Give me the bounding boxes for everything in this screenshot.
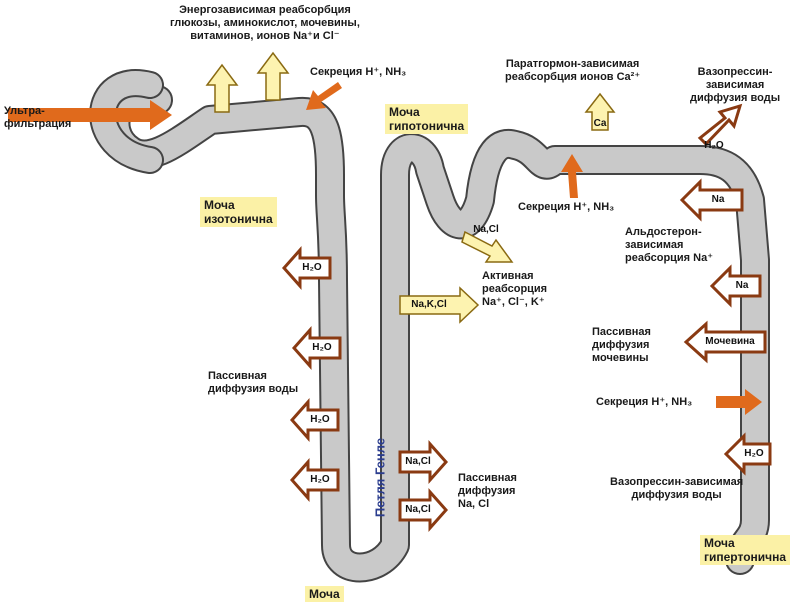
- h2o-tag-5: H₂O: [744, 448, 764, 459]
- reabsorption-arrows: [205, 51, 616, 131]
- yellow-side-arrows: [399, 230, 514, 324]
- h2o-tag-4: H₂O: [310, 474, 330, 485]
- vasopressin-top-label: Вазопрессин- зависимая диффузия воды: [690, 66, 781, 104]
- na-tag-2: Na: [735, 280, 749, 291]
- passive-nacl-label: Пассивная диффузия Na, Cl: [458, 472, 517, 510]
- urea-tag: Мочевина: [705, 336, 755, 347]
- ultrafiltration-label: Ультра- фильтрация: [4, 105, 72, 130]
- active-reabsorption-label: Активная реабсорция Na⁺, Cl⁻, K⁺: [482, 270, 548, 308]
- nacl-tag-1: Na,Cl: [405, 456, 431, 467]
- na-tag-1: Na: [711, 194, 725, 205]
- urine-hypertonic-label: Моча гипертонична: [700, 535, 791, 565]
- h2o-tag-2: H₂O: [312, 342, 332, 353]
- urine-isotonic-label: Моча изотонична: [200, 197, 277, 227]
- parathormone-label: Паратгормон-зависимая реабсорбция ионов …: [505, 58, 641, 83]
- henle-loop-label: Петля Генле: [372, 437, 388, 518]
- passive-water-label: Пассивная диффузия воды: [208, 370, 299, 395]
- h2o-tag-3: H₂O: [310, 414, 330, 425]
- secretion-arrows: [306, 82, 762, 415]
- nacl-tag-top: Na,Cl: [473, 224, 499, 235]
- ultrafiltration-arrow: [8, 100, 172, 130]
- vasopressin-bottom-label: Вазопрессин-зависимая диффузия воды: [610, 476, 744, 501]
- secretion-mid-label: Секреция H⁺, NH₃: [518, 201, 615, 213]
- h2o-tag-top: H₂O: [704, 140, 724, 151]
- h2o-tag-1: H₂O: [302, 262, 322, 273]
- passive-urea-label: Пассивная диффузия мочевины: [592, 326, 651, 364]
- energy-reabsorption-label: Энергозависимая реабсорбция глюкозы, ами…: [170, 4, 360, 42]
- urine-hypotonic-label: Моча гипотонична: [385, 104, 469, 134]
- nacl-tag-2: Na,Cl: [405, 504, 431, 515]
- nakcl-tag: Na,K,Cl: [411, 299, 447, 310]
- aldosterone-label: Альдостерон- зависимая реабсорция Na⁺: [625, 226, 714, 264]
- outflow-arrows: [281, 103, 772, 532]
- secretion-right-label: Секреция H⁺, NH₃: [596, 396, 693, 408]
- secretion-top-label: Секреция H⁺, NH₃: [310, 66, 407, 78]
- urine-bottom-label: Моча: [305, 586, 344, 602]
- ca-tag: Ca: [593, 118, 607, 129]
